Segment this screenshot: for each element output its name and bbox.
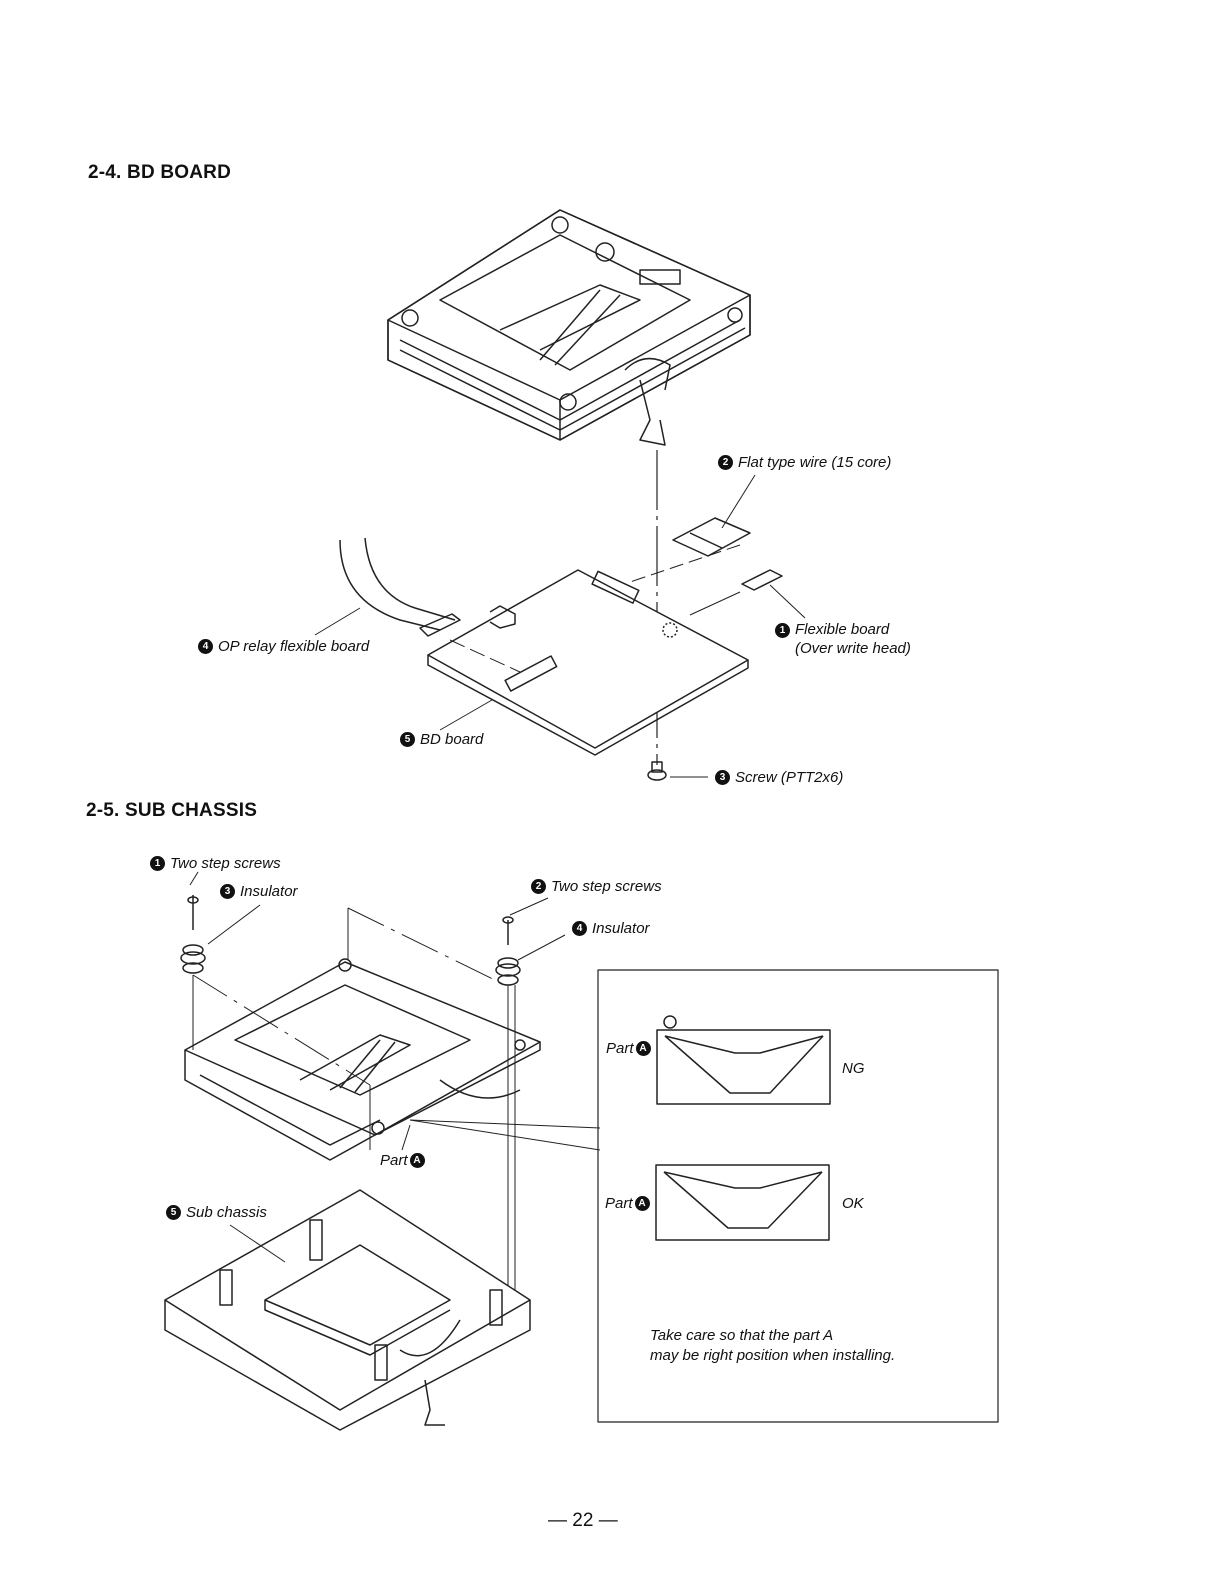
callout-text: Sub chassis bbox=[186, 1204, 267, 1221]
top-mechanism-drawing bbox=[387, 209, 751, 446]
flat-type-wire-drawing bbox=[672, 517, 751, 557]
callout-text: Flexible board bbox=[795, 621, 890, 638]
callout-two-step-screws-right: 2 Two step screws bbox=[531, 878, 662, 895]
section-heading-bd-board: 2-4. BD BOARD bbox=[88, 162, 232, 183]
left-screw-insulator-drawing bbox=[180, 895, 206, 974]
callout-insulator-right: 4 Insulator bbox=[572, 920, 650, 937]
callout-flexible-board: 1 Flexible board (Over write head) bbox=[775, 621, 911, 657]
callout-two-step-screws-left: 1 Two step screws bbox=[150, 855, 281, 872]
op-relay-flexible-drawing bbox=[339, 537, 461, 637]
detail-box-frame bbox=[597, 969, 999, 1423]
part-label-text: Part bbox=[606, 1040, 634, 1057]
ok-result-label: OK bbox=[842, 1195, 864, 1212]
callout-sub-chassis: 5 Sub chassis bbox=[166, 1204, 267, 1221]
callout-text: Insulator bbox=[240, 883, 298, 900]
callout-text: Flat type wire (15 core) bbox=[738, 454, 892, 471]
callout-text: Two step screws bbox=[551, 878, 662, 895]
callout-subtext: (Over write head) bbox=[795, 640, 911, 657]
callout-insulator-left: 3 Insulator bbox=[220, 883, 298, 900]
part-a-label: Part A bbox=[380, 1152, 425, 1169]
part-label-text: Part bbox=[380, 1152, 408, 1169]
callout-text-group: Flexible board (Over write head) bbox=[795, 621, 911, 657]
callout-text: Screw (PTT2x6) bbox=[735, 769, 844, 786]
ok-detail-drawing bbox=[655, 1164, 830, 1241]
callout-bd-board: 5 BD board bbox=[400, 731, 483, 748]
callout-text: Insulator bbox=[592, 920, 650, 937]
ng-detail-drawing bbox=[656, 1015, 831, 1105]
page-number: — 22 — bbox=[548, 1510, 618, 1531]
flexible-board-drawing bbox=[741, 569, 783, 591]
middle-mechanism-drawing bbox=[184, 958, 541, 1161]
callout-number: 2 bbox=[531, 879, 546, 894]
callout-text: BD board bbox=[420, 731, 484, 748]
result-text: OK bbox=[842, 1195, 864, 1212]
ok-part-label: Part A bbox=[605, 1195, 650, 1212]
callout-number: 2 bbox=[718, 455, 733, 470]
bd-board-drawing bbox=[427, 569, 749, 756]
callout-text: Two step screws bbox=[170, 855, 281, 872]
section-heading-sub-chassis: 2-5. SUB CHASSIS bbox=[86, 800, 258, 821]
part-label-text: Part bbox=[605, 1195, 633, 1212]
note-line-2: may be right position when installing. bbox=[650, 1347, 896, 1364]
part-badge: A bbox=[634, 1196, 650, 1211]
callout-text: OP relay flexible board bbox=[218, 638, 370, 655]
part-badge: A bbox=[409, 1153, 425, 1168]
screw-drawing bbox=[647, 761, 667, 781]
callout-number: 5 bbox=[400, 732, 415, 747]
callout-number: 1 bbox=[775, 623, 790, 638]
part-badge: A bbox=[635, 1041, 651, 1056]
callout-screw: 3 Screw (PTT2x6) bbox=[715, 769, 843, 786]
right-screw-insulator-drawing bbox=[495, 916, 521, 986]
callout-number: 3 bbox=[220, 884, 235, 899]
note-line-1: Take care so that the part A bbox=[650, 1327, 834, 1344]
ng-part-label: Part A bbox=[606, 1040, 651, 1057]
callout-number: 5 bbox=[166, 1205, 181, 1220]
ng-result-label: NG bbox=[842, 1060, 865, 1077]
result-text: NG bbox=[842, 1060, 865, 1077]
callout-number: 4 bbox=[572, 921, 587, 936]
callout-flat-type-wire: 2 Flat type wire (15 core) bbox=[718, 454, 891, 471]
installation-note: Take care so that the part A may be righ… bbox=[650, 1326, 895, 1366]
callout-number: 4 bbox=[198, 639, 213, 654]
sub-chassis-drawing bbox=[164, 1189, 531, 1431]
callout-op-relay-flexible-board: 4 OP relay flexible board bbox=[198, 638, 369, 655]
callout-number: 1 bbox=[150, 856, 165, 871]
callout-number: 3 bbox=[715, 770, 730, 785]
